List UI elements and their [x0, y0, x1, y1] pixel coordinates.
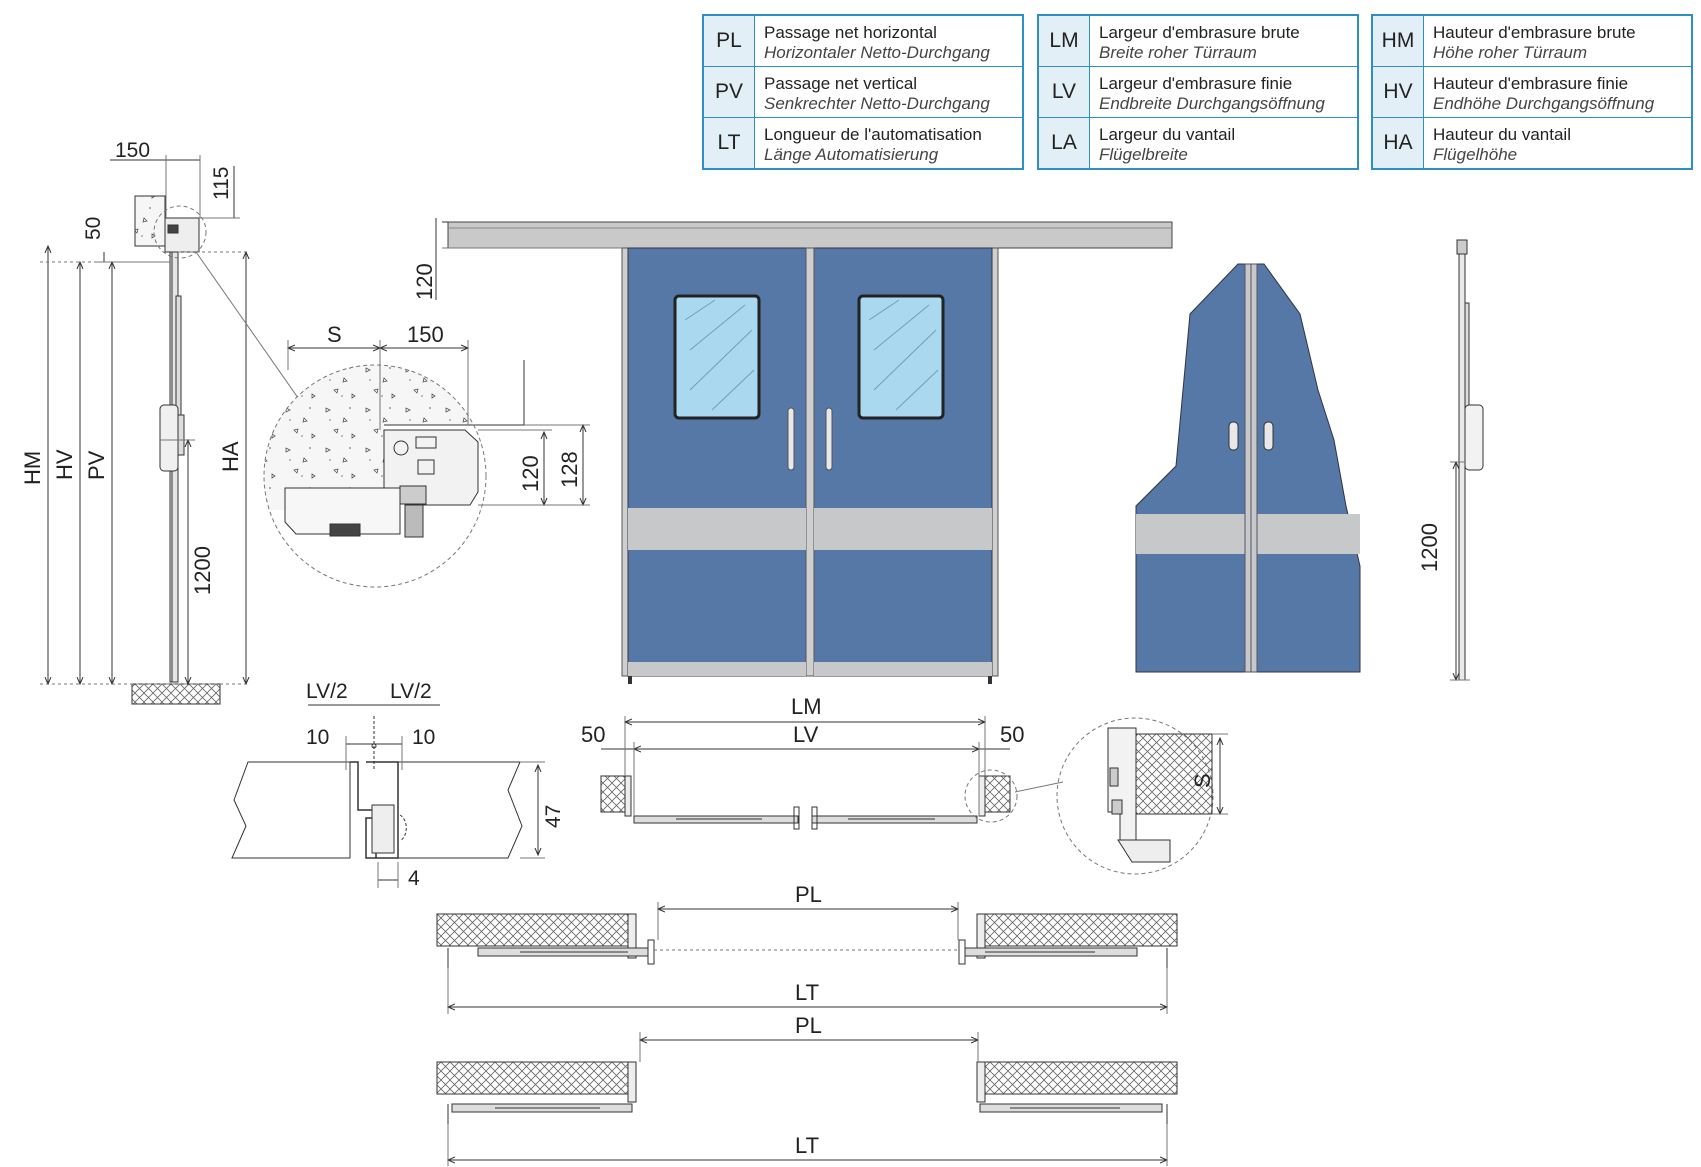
side-dim-1200: 1200: [190, 546, 215, 595]
overlap-dim-10-left: 10: [306, 726, 329, 749]
detail-dim-150: 150: [407, 322, 444, 347]
side-dim-115: 115: [210, 167, 233, 200]
legend-abbr: HA: [1373, 118, 1424, 168]
plan-dim-50-left: 50: [581, 722, 605, 747]
legend-de: Länge Automatisierung: [764, 145, 939, 164]
legend-de: Breite roher Türraum: [1099, 43, 1257, 62]
side-label-pv: PV: [84, 450, 109, 480]
left-stripe: [628, 508, 806, 550]
side-label-hv: HV: [52, 449, 77, 480]
door-cut-view: [1135, 263, 1361, 673]
plan-view-bottom: [436, 1032, 1178, 1166]
plan2-dim-lt: LT: [795, 980, 819, 1005]
plan-view-middle: [436, 902, 1178, 1014]
right-handle: [825, 407, 833, 471]
legend-fr: Hauteur du vantail: [1433, 125, 1571, 144]
right-stripe: [814, 508, 992, 550]
legend-fr: Hauteur d'embrasure finie: [1433, 74, 1629, 93]
front-dim-120: 120: [412, 263, 437, 300]
side-label-ha: HA: [218, 441, 243, 472]
overlap-dim-4: 4: [408, 867, 420, 890]
front-door-view: [435, 218, 1173, 684]
plan3-dim-lt: LT: [795, 1133, 819, 1158]
legend-de: Endbreite Durchgangsöffnung: [1099, 94, 1325, 113]
legend-abbr: HM: [1373, 16, 1424, 66]
legend-de: Endhöhe Durchgangsöffnung: [1433, 94, 1655, 113]
right-side-view: [1450, 239, 1484, 680]
legend-fr: Longueur de l'automatisation: [764, 125, 982, 144]
legend-de: Horizontaler Netto-Durchgang: [764, 43, 990, 62]
detail-dim-s-plan: S: [1190, 773, 1215, 788]
plan-dim-50-right: 50: [1000, 722, 1024, 747]
left-handle: [787, 407, 795, 471]
plan-dim-lm: LM: [791, 694, 822, 719]
detail-dim-120: 120: [518, 455, 543, 492]
legend-fr: Largeur d'embrasure brute: [1099, 23, 1300, 42]
side-label-hm: HM: [20, 451, 45, 485]
left-jamb: [621, 247, 629, 677]
right-jamb: [991, 247, 999, 677]
right-dim-1200: 1200: [1417, 523, 1442, 572]
legend-de: Flügelhöhe: [1433, 145, 1518, 164]
detail-dim-128: 128: [557, 451, 582, 488]
legend-fr: Largeur d'embrasure finie: [1099, 74, 1293, 93]
plan-dim-lv: LV: [793, 722, 819, 747]
side-dim-150: 150: [115, 139, 150, 162]
legend-abbr: LT: [704, 118, 755, 168]
overlap-detail: [231, 704, 545, 888]
overlap-dim-47: 47: [542, 805, 565, 828]
legend-abbr: LV: [1039, 67, 1090, 117]
plan2-dim-pl: PL: [795, 882, 822, 907]
header-track: [447, 221, 1173, 249]
legend-abbr: LM: [1039, 16, 1090, 66]
side-dim-50: 50: [82, 217, 105, 240]
legend-de: Höhe roher Türraum: [1433, 43, 1588, 62]
legend-abbr: HV: [1373, 67, 1424, 117]
plan3-dim-pl: PL: [795, 1013, 822, 1038]
legend-de: Flügelbreite: [1099, 145, 1188, 164]
legend-fr: Passage net horizontal: [764, 23, 937, 42]
legend-fr: Passage net vertical: [764, 74, 918, 93]
legend-fr: Hauteur d'embrasure brute: [1433, 23, 1636, 42]
legend-abbr: LA: [1039, 118, 1090, 168]
legend-fr: Largeur du vantail: [1099, 125, 1236, 144]
overlap-dim-lv-left: LV/2: [306, 680, 348, 703]
overlap-dim-lv-right: LV/2: [390, 680, 432, 703]
detail-dim-s: S: [327, 322, 342, 347]
left-window: [673, 294, 761, 420]
overlap-dim-10-right: 10: [412, 726, 435, 749]
legend-abbr: PL: [704, 16, 755, 66]
legend-de: Senkrechter Netto-Durchgang: [764, 94, 990, 113]
plan-view-top: [600, 716, 1228, 875]
legend-abbr: PV: [704, 67, 755, 117]
right-window: [857, 294, 945, 420]
side-section-view: [40, 155, 311, 705]
